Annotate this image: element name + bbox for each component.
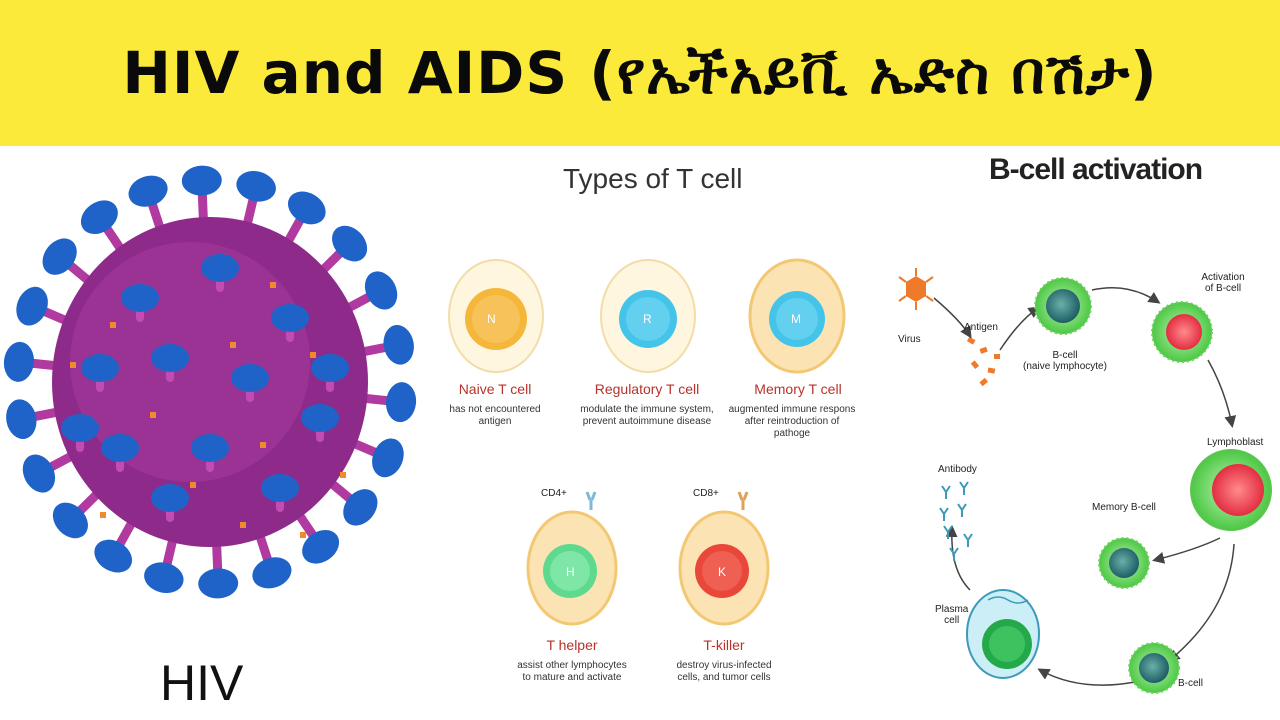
cell-letter: R [643, 312, 652, 326]
t-helper-name: T helper [546, 637, 598, 653]
spike-head [80, 200, 118, 235]
tcell-panel-title: Types of T cell [563, 163, 743, 194]
cell-letter: M [791, 312, 801, 326]
antigen-fragments [966, 336, 1000, 387]
spike-head [372, 438, 404, 478]
bcell-panel-title: B-cell activation [989, 153, 1203, 186]
spike-head [16, 286, 48, 326]
cell-letter: N [487, 312, 496, 326]
spike-head [151, 484, 189, 512]
regulatory-t-cell-name: Regulatory T cell [594, 381, 700, 397]
regulatory-t-cell-description: modulate the immune system, prevent auto… [580, 404, 714, 427]
antibody-molecules [939, 481, 973, 561]
virus-shape [906, 276, 926, 302]
spike-head [101, 434, 139, 462]
lymphoblast-label: Lymphoblast [1207, 437, 1264, 448]
spike-head [201, 254, 239, 282]
b-cell-activation-diagram [898, 268, 1272, 694]
activated-b-cell [1151, 301, 1213, 363]
spike-head [343, 489, 378, 526]
memory-t-cell-description: augmented immune respons after reintrodu… [728, 404, 856, 439]
spike-head [181, 165, 222, 196]
cell-letter: K [718, 565, 727, 579]
naive-b-cell [1034, 277, 1092, 335]
spike-head [151, 344, 189, 372]
memory-t-cell-illustration [748, 258, 846, 374]
spike-head [121, 284, 159, 312]
title-banner: HIV and AIDS (የኤችአይቪ ኤድስ በሽታ) [0, 0, 1280, 146]
memory-t-cell-name: Memory T cell [754, 381, 842, 397]
spike-head [236, 170, 276, 202]
page-title: HIV and AIDS (የኤችአይቪ ኤድስ በሽታ) [122, 39, 1158, 107]
memory-b-cell [1098, 537, 1150, 589]
lymphoblast-cell [1190, 449, 1272, 531]
naive-t-cell-description: has not encountered antigen [449, 404, 541, 427]
naive-t-cell-name: Naive T cell [458, 381, 532, 397]
t-helper-cell-illustration [526, 491, 618, 626]
regulatory-t-cell-illustration [600, 259, 696, 373]
spike-head [302, 529, 340, 564]
spike-head [231, 364, 269, 392]
spike-head [383, 324, 414, 365]
spike-head [144, 562, 184, 594]
spike-head [22, 454, 56, 493]
spike-head [301, 404, 339, 432]
activation-label: Activation of B-cell [1201, 272, 1245, 294]
spike-head [81, 354, 119, 382]
virus-caption: HIV [160, 655, 244, 711]
spike-head [94, 539, 133, 573]
spike-head [311, 354, 349, 382]
b-cell-bottom [1128, 642, 1180, 694]
spike-head [385, 382, 417, 423]
b-cell-label: B-cell [1178, 678, 1204, 689]
hiv-virus-illustration [3, 165, 417, 599]
naive-t-cell-illustration [448, 259, 544, 373]
t-helper-description: assist other lymphocytes to mature and a… [517, 660, 627, 683]
spike-head [128, 175, 168, 207]
spike-head [52, 502, 88, 539]
cd8-marker-label: CD8+ [693, 488, 719, 499]
spike-head [287, 191, 326, 225]
virus-label: Virus [898, 334, 921, 345]
spike-head [42, 238, 77, 275]
t-killer-name: T-killer [703, 637, 745, 653]
spike-head [6, 399, 37, 440]
plasma-cell [966, 589, 1040, 679]
antigen-label: Antigen [964, 322, 998, 333]
spike-head [332, 225, 368, 262]
spike-head [364, 271, 398, 310]
cell-letter: H [566, 565, 575, 579]
spike-head [191, 434, 229, 462]
t-killer-description: destroy virus-infected cells, and tumor … [676, 660, 772, 683]
spike-head [252, 557, 292, 589]
t-killer-cell-illustration [678, 491, 770, 626]
spike-head [3, 341, 35, 382]
plasma-cell-label: Plasma cell [935, 604, 969, 626]
spike-head [61, 414, 99, 442]
naive-b-cell-label: B-cell (naive lymphocyte) [1023, 350, 1107, 372]
memory-b-cell-label: Memory B-cell [1092, 502, 1156, 513]
spike-head [271, 304, 309, 332]
cd4-marker-label: CD4+ [541, 488, 567, 499]
spike-head [198, 568, 239, 599]
antibody-label: Antibody [938, 464, 977, 475]
spike-head [261, 474, 299, 502]
